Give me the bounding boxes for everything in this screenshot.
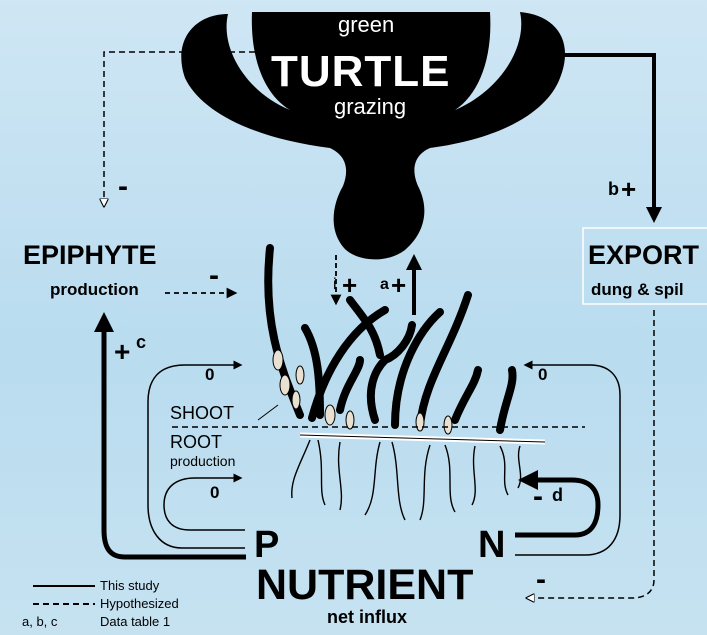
effect-export-nutrient: - [536, 565, 546, 595]
effect-n-root-suffix: d [552, 486, 563, 504]
legend-dashed-label: Hypothesized [100, 597, 179, 610]
turtle-bottom-label: grazing [334, 96, 406, 118]
epiphyte-title: EPIPHYTE [23, 242, 157, 269]
effect-turtle-export: + [621, 176, 636, 202]
effect-turtle-shoot: + [342, 272, 357, 298]
legend-letters-value: Data table 1 [100, 615, 170, 628]
effect-turtle-shoot-prefix: i [333, 277, 337, 293]
effect-nutrient-epiphyte-suffix: c [136, 333, 146, 351]
nutrient-root-loop [164, 478, 245, 530]
effect-turtle-export-prefix: b [608, 180, 619, 198]
roots [292, 440, 521, 520]
shoot-label: SHOOT [170, 404, 234, 422]
effect-shoot-turtle-prefix: a [380, 277, 389, 293]
nutrient-subtitle: net influx [327, 608, 407, 626]
nutrient-n-label: N [478, 526, 505, 564]
nutrient-p-label: P [254, 526, 279, 564]
effect-n-root: - [533, 482, 543, 512]
epiphyte-subtitle: production [50, 281, 139, 298]
export-subtitle: dung & spil [591, 281, 684, 298]
effect-nutrient-shoot-left: 0 [205, 366, 214, 383]
export-title: EXPORT [588, 242, 699, 269]
legend-solid-label: This study [100, 579, 159, 592]
effect-shoot-turtle: + [391, 272, 406, 298]
effect-turtle-epiphyte: - [118, 172, 128, 202]
turtle-top-label: green [338, 14, 394, 36]
turtle-label: TURTLE [271, 50, 451, 94]
nutrient-shoot-right-loop [515, 365, 620, 555]
effect-nutrient-shoot-right: 0 [538, 366, 547, 383]
effect-epiphyte-shoot: - [209, 261, 219, 291]
root-label: ROOT [170, 433, 222, 451]
effect-nutrient-epiphyte: + [114, 338, 130, 366]
nutrient-title: NUTRIENT [256, 564, 473, 607]
legend-letters-key: a, b, c [22, 615, 57, 628]
effect-nutrient-root: 0 [210, 484, 219, 501]
root-sublabel: production [170, 454, 235, 468]
